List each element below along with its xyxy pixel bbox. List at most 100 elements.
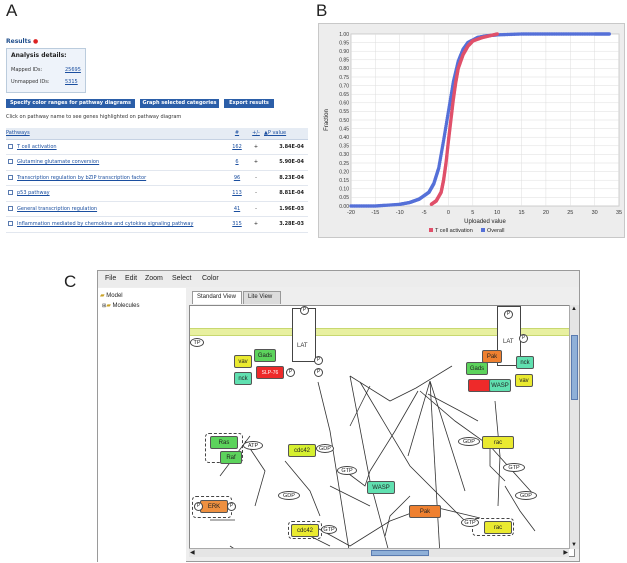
horizontal-scrollbar[interactable]: ◀ ▶ xyxy=(189,548,569,557)
y-tick-label: 0.10 xyxy=(339,187,349,193)
node-cdc42-bottom[interactable]: cdc42 xyxy=(291,524,319,537)
oval-tp[interactable]: TP xyxy=(190,338,204,347)
gene-count-link[interactable]: 41 xyxy=(226,201,248,217)
y-tick-label: 0.35 xyxy=(339,144,349,150)
node-erk[interactable]: ERK xyxy=(200,500,228,513)
node-pak-right[interactable]: Pak xyxy=(482,350,502,363)
oval-atp[interactable]: ATP xyxy=(243,441,263,450)
pathway-link[interactable]: Inflammation mediated by chemokine and c… xyxy=(17,221,194,228)
scroll-down-arrow[interactable]: ▼ xyxy=(571,542,577,548)
sign-cell: + xyxy=(248,216,264,233)
node-ras[interactable]: Ras xyxy=(210,436,238,449)
edge-layer xyxy=(210,365,536,556)
row-checkbox[interactable] xyxy=(8,205,13,211)
row-checkbox[interactable] xyxy=(8,143,13,149)
row-checkbox[interactable] xyxy=(8,190,13,196)
pathway-viewer-window: File Edit Zoom Select Color ▰ Model ⊞▰ M… xyxy=(97,270,580,563)
oval-gdp-2[interactable]: GDP xyxy=(278,491,300,500)
pathway-link[interactable]: Transcription regulation by bZIP transcr… xyxy=(17,174,147,181)
oval-gtp-4[interactable]: GTP xyxy=(461,518,479,527)
node-wasp-right[interactable]: WASP xyxy=(489,379,511,392)
legend-swatch xyxy=(481,228,485,232)
data-point-overall xyxy=(607,32,611,36)
node-wasp-center[interactable]: WASP xyxy=(367,481,395,494)
phospho-site[interactable]: P xyxy=(504,310,513,319)
expand-icon[interactable]: ⊞ xyxy=(102,303,107,309)
tab-standard-view[interactable]: Standard View xyxy=(192,291,242,304)
unmapped-ids-link[interactable]: 5315 xyxy=(65,79,78,85)
menu-zoom[interactable]: Zoom xyxy=(145,275,163,282)
oval-gdp-4[interactable]: GDP xyxy=(515,491,537,500)
info-icon[interactable]: ● xyxy=(33,38,39,45)
col-sign[interactable]: +/- xyxy=(248,128,264,140)
node-vav-left[interactable]: vav xyxy=(234,355,252,368)
pathway-link[interactable]: p53 pathway xyxy=(17,190,50,197)
graph-selected-button[interactable]: Graph selected categories xyxy=(140,99,219,108)
pathway-link[interactable]: General transcription regulation xyxy=(17,205,98,212)
gene-count-link[interactable]: 96 xyxy=(226,170,248,186)
oval-gtp-1[interactable]: GTP xyxy=(337,466,357,475)
gene-count-link[interactable]: 162 xyxy=(226,139,248,155)
oval-gtp-3[interactable]: GTP xyxy=(503,463,525,472)
row-checkbox[interactable] xyxy=(8,159,13,165)
oval-gdp-3[interactable]: GDP xyxy=(458,437,480,446)
tab-lite-view[interactable]: Lite View xyxy=(243,291,281,304)
tree-item-model[interactable]: ▰ Model xyxy=(100,293,123,299)
gene-count-link[interactable]: 113 xyxy=(226,185,248,202)
vertical-scroll-thumb[interactable] xyxy=(571,335,578,400)
phospho-site[interactable]: P xyxy=(314,356,323,365)
col-pathways[interactable]: Pathways xyxy=(6,128,226,140)
gene-count-link[interactable]: 315 xyxy=(226,216,248,233)
mapped-ids-link[interactable]: 25695 xyxy=(65,67,81,73)
y-tick-label: 0.45 xyxy=(339,126,349,132)
node-nck-left[interactable]: nck xyxy=(234,372,252,385)
node-vav-right[interactable]: vav xyxy=(515,374,533,387)
results-panel: Results● Analysis details: Mapped IDs:25… xyxy=(6,38,308,238)
lat-complex-left[interactable] xyxy=(292,308,316,362)
y-tick-label: 0.25 xyxy=(339,161,349,167)
x-tick-label: -10 xyxy=(396,210,404,216)
tree-item-molecules[interactable]: ⊞▰ Molecules xyxy=(102,303,140,309)
node-gads-left[interactable]: Gads xyxy=(254,349,276,362)
col-pvalue[interactable]: ▲P value xyxy=(264,128,308,140)
node-rac-top[interactable]: rac xyxy=(482,436,514,449)
scroll-left-arrow[interactable]: ◀ xyxy=(190,550,195,556)
oval-gdp-1[interactable]: GDP xyxy=(316,444,334,453)
node-pak-center[interactable]: Pak xyxy=(409,505,441,518)
col-count[interactable]: # xyxy=(226,128,248,140)
phospho-site[interactable]: P xyxy=(194,502,203,511)
scroll-right-arrow[interactable]: ▶ xyxy=(563,550,568,556)
node-slp76-left[interactable]: SLP-76 xyxy=(256,366,284,379)
menu-edit[interactable]: Edit xyxy=(125,275,138,282)
node-rac-bottom[interactable]: rac xyxy=(484,521,512,534)
pathway-canvas[interactable]: LAT LAT Gads vav nck SLP-76 Pak Gads WAS… xyxy=(189,305,575,557)
row-checkbox[interactable] xyxy=(8,221,13,227)
panel-label-b: B xyxy=(316,1,328,20)
menu-file[interactable]: File xyxy=(105,275,117,282)
vertical-scrollbar[interactable]: ▲ ▼ xyxy=(569,305,579,549)
p-value-cell: 1.96E-03 xyxy=(264,201,308,217)
pathway-link[interactable]: T cell activation xyxy=(17,143,57,150)
x-tick-label: 10 xyxy=(494,210,500,216)
menu-color[interactable]: Color xyxy=(202,275,219,282)
pathway-link[interactable]: Glutamine glutamate conversion xyxy=(17,159,100,166)
gene-count-link[interactable]: 6 xyxy=(226,154,248,171)
menu-select[interactable]: Select xyxy=(172,275,192,282)
export-results-button[interactable]: Export results xyxy=(224,99,274,108)
phospho-site[interactable]: P xyxy=(286,368,295,377)
phospho-site[interactable]: P xyxy=(314,368,323,377)
horizontal-scroll-thumb[interactable] xyxy=(371,550,429,556)
phospho-site[interactable]: P xyxy=(227,502,236,511)
node-raf[interactable]: Raf xyxy=(220,451,242,464)
node-cdc42-top[interactable]: cdc42 xyxy=(288,444,316,457)
row-checkbox[interactable] xyxy=(8,174,13,180)
phospho-site[interactable]: P xyxy=(519,334,528,343)
scroll-up-arrow[interactable]: ▲ xyxy=(571,306,577,312)
specify-color-ranges-button[interactable]: Specify color ranges for pathway diagram… xyxy=(6,99,135,108)
membrane-band xyxy=(190,328,574,336)
phospho-site[interactable]: P xyxy=(300,306,309,315)
node-gads-right[interactable]: Gads xyxy=(466,362,488,375)
node-nck-right[interactable]: nck xyxy=(516,356,534,369)
oval-gtp-2[interactable]: GTP xyxy=(321,525,337,534)
